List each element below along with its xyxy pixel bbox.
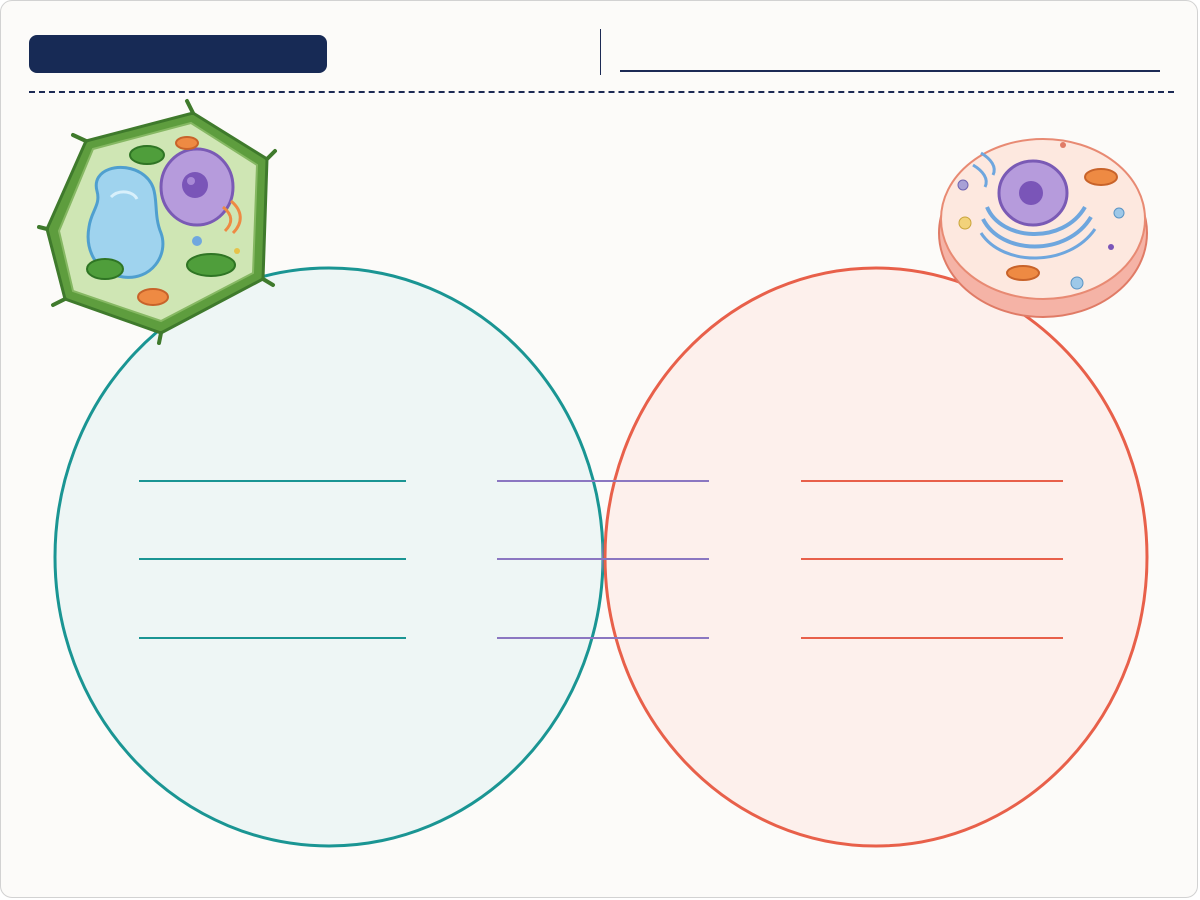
overlap-writing-lines bbox=[497, 480, 709, 639]
header-divider bbox=[600, 29, 601, 75]
name-line[interactable] bbox=[620, 70, 1160, 72]
venn-right-circle bbox=[603, 266, 1149, 848]
venn-left-circle bbox=[53, 266, 605, 848]
right-writing-lines bbox=[801, 480, 1063, 639]
animal-cell-icon bbox=[938, 138, 1148, 318]
left-writing-lines bbox=[139, 480, 406, 639]
plant-cell-icon bbox=[37, 99, 277, 345]
dashed-rule bbox=[29, 91, 1174, 93]
worksheet-title-bar bbox=[29, 35, 327, 73]
